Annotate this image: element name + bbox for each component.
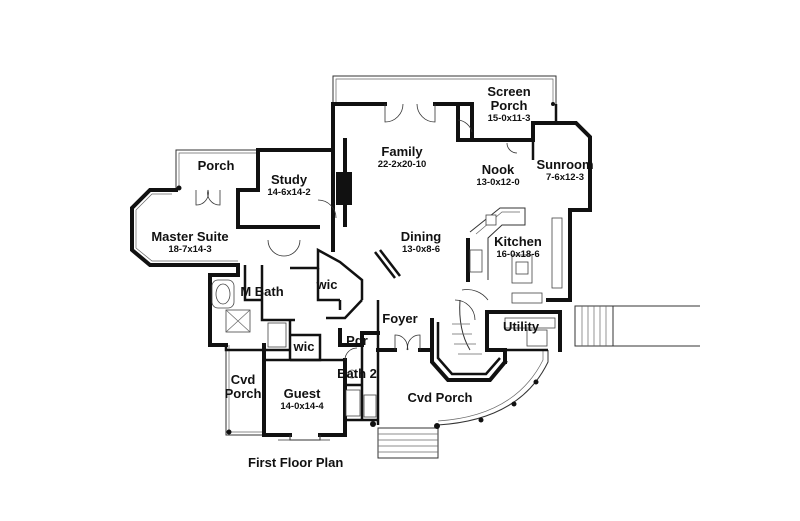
room-label-master-suite: Master Suite — [151, 229, 228, 244]
room-label-cvd-porch-left-line2: Porch — [225, 386, 262, 401]
room-label-sunroom: Sunroom — [536, 157, 593, 172]
room-label-bath-2: Bath 2 — [337, 366, 377, 381]
room-dim-family: 22-2x20-10 — [378, 159, 427, 170]
room-dim-guest: 14-0x14-4 — [280, 401, 324, 412]
room-label-cvd-porch-left: Cvd — [231, 372, 256, 387]
porch-outlines — [175, 75, 700, 459]
room-label-kitchen: Kitchen — [494, 234, 542, 249]
room-label-dining: Dining — [401, 229, 441, 244]
room-label-utility: Utility — [503, 319, 540, 334]
room-dim-nook: 13-0x12-0 — [476, 177, 519, 188]
room-dim-dining: 13-0x8-6 — [402, 244, 440, 255]
room-label-screen-porch: Screen — [487, 84, 530, 99]
room-label-wic-upper: wic — [316, 277, 338, 292]
room-label-nook: Nook — [482, 162, 515, 177]
room-label-guest: Guest — [284, 386, 322, 401]
room-dim-screen-porch: 15-0x11-3 — [488, 113, 531, 124]
doors — [195, 103, 518, 441]
room-dim-study: 14-6x14-2 — [267, 187, 310, 198]
room-label-pdr: Pdr — [346, 333, 368, 348]
room-label-m-bath: M Bath — [240, 284, 283, 299]
room-label-cvd-porch-front: Cvd Porch — [407, 390, 472, 405]
fixtures — [176, 102, 563, 435]
room-dim-master-suite: 18-7x14-3 — [168, 244, 211, 255]
room-labels: Screen Porch 15-0x11-3 Porch Study 14-6x… — [151, 84, 593, 412]
room-label-family: Family — [381, 144, 423, 159]
plan-caption: First Floor Plan — [248, 455, 343, 470]
room-label-wic-lower: wic — [293, 339, 315, 354]
room-label-screen-porch-line2: Porch — [491, 98, 528, 113]
room-label-study: Study — [271, 172, 308, 187]
room-label-porch: Porch — [198, 158, 235, 173]
room-dim-kitchen: 16-0x18-6 — [496, 249, 539, 260]
room-dim-sunroom: 7-6x12-3 — [546, 172, 584, 183]
walls — [130, 102, 592, 441]
room-label-foyer: Foyer — [382, 311, 417, 326]
